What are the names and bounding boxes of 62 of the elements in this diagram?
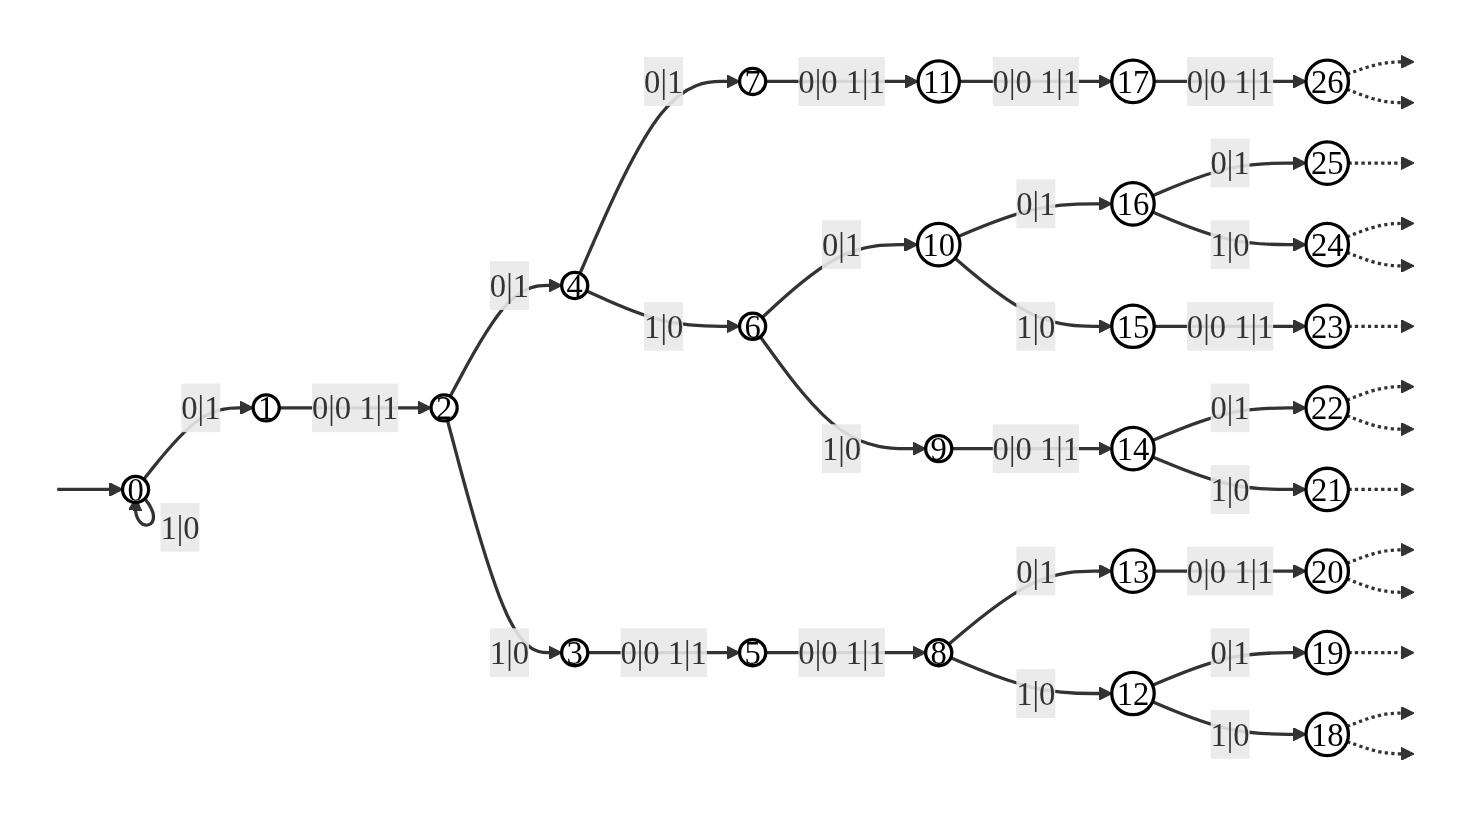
- edge-label: 0|0 1|1: [311, 389, 399, 426]
- edge-label: 1|0: [1016, 675, 1056, 712]
- edge-label: 1|0: [1210, 471, 1250, 508]
- node-circle: 11: [916, 58, 961, 104]
- edge-label: 0|1: [489, 267, 530, 304]
- node-circle: 6: [737, 311, 768, 341]
- node-circle: 14: [1110, 425, 1156, 472]
- arrow: [1346, 413, 1415, 436]
- arrow: [1348, 155, 1415, 170]
- arrow: [1346, 250, 1415, 273]
- edge-label: 1|0: [1210, 715, 1250, 752]
- edge-label: 1|0: [160, 509, 200, 545]
- node-circle: 18: [1304, 711, 1351, 757]
- node-circle: 25: [1304, 139, 1351, 186]
- edge-label: 0|1: [644, 63, 684, 100]
- edge-label: 0|0 1|1: [992, 430, 1080, 467]
- edge-label: 1|0: [489, 634, 530, 671]
- edge-label: 0|1: [822, 226, 862, 263]
- node-circle: 1: [251, 392, 281, 423]
- arrow: [1346, 576, 1415, 600]
- edge-label: 0|1: [181, 389, 221, 426]
- node-circle: 0: [120, 474, 151, 504]
- node-circle: 15: [1110, 303, 1156, 349]
- node-circle: 4: [560, 270, 590, 300]
- arrow: [1348, 645, 1415, 660]
- node-circle: 23: [1304, 303, 1351, 349]
- node-circle: 17: [1110, 58, 1156, 104]
- edge-label: 1|0: [1210, 226, 1250, 263]
- edge-label: 0|1: [1210, 634, 1250, 671]
- node-circle: 3: [560, 637, 590, 667]
- edge-label: 0|1: [1016, 552, 1056, 589]
- edge-label: 0|1: [1210, 389, 1250, 426]
- arrow: [1348, 481, 1415, 497]
- edge-label: 0|0 1|1: [620, 634, 707, 671]
- edge-label: 0|0 1|1: [1186, 63, 1274, 100]
- node-circle: 26: [1304, 58, 1351, 104]
- edge-label: 0|0 1|1: [992, 63, 1080, 100]
- node-circle: 19: [1304, 629, 1351, 676]
- node-circle: 8: [924, 637, 954, 667]
- edge-label: 0|0 1|1: [1186, 552, 1274, 589]
- edge-label: 0|1: [1016, 185, 1056, 222]
- node-circle: 9: [924, 433, 954, 463]
- node-circle: 22: [1304, 384, 1351, 431]
- edge-label: 1|0: [1016, 307, 1056, 344]
- edge-label: 1|0: [822, 430, 862, 467]
- node-circle: 21: [1304, 466, 1351, 512]
- edge-label: 1|0: [644, 307, 684, 344]
- edge-label: 0|0 1|1: [1186, 307, 1274, 344]
- node-circle: 16: [1110, 180, 1156, 227]
- arrow: [1348, 318, 1415, 334]
- node-circle: 2: [429, 392, 459, 423]
- node-circle: 5: [737, 637, 768, 667]
- node-circle: 24: [1304, 221, 1351, 268]
- arrow: [128, 496, 156, 527]
- edge-label: 0|0 1|1: [798, 63, 885, 100]
- node-circle: 7: [737, 66, 768, 96]
- node-circle: 10: [915, 221, 962, 268]
- node-circle: 20: [1304, 547, 1351, 594]
- node-circle: 13: [1110, 547, 1156, 594]
- node-circle: 12: [1110, 670, 1156, 716]
- edge-label: 0|1: [1210, 144, 1250, 181]
- edge-label: 0|0 1|1: [798, 634, 885, 671]
